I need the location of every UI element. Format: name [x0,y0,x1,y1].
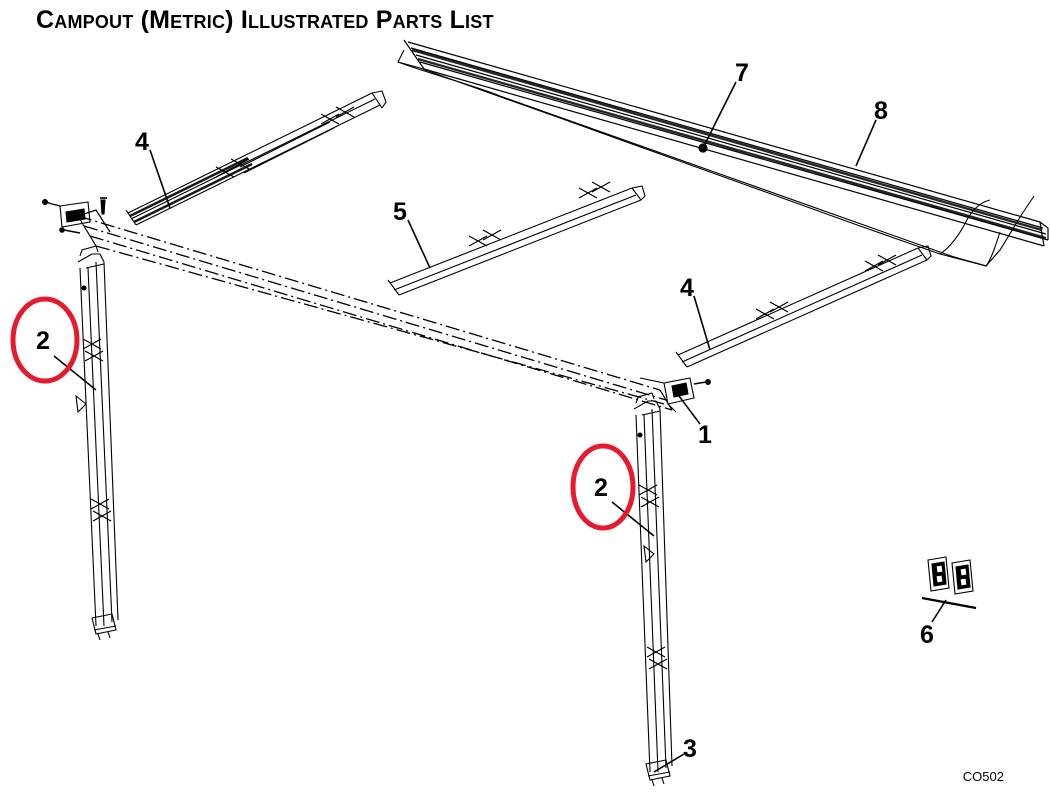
rail-phantom-end-caps [77,209,673,411]
callout-numbers: 1 2 2 3 4 4 5 6 7 8 [36,59,934,763]
roller-tube-shading [411,48,1047,240]
document-code: CO502 [962,769,1004,784]
center-support-arm [387,185,646,296]
callout-4-upper: 4 [135,128,149,156]
callout-3: 3 [683,735,697,763]
leader-line-5 [407,219,431,269]
leader-line-2-left [53,355,97,391]
callout-6: 6 [920,621,934,649]
leader-lines [53,81,947,773]
leader-line-1 [675,391,701,425]
highlight-ellipses [10,296,636,531]
rafter-arm-lower-breaks [755,254,897,320]
highlight-ellipse-left [10,296,80,384]
leader-line-2-right [611,501,655,537]
highlight-ellipse-right [570,443,636,531]
callout-4-lower: 4 [680,274,694,302]
rafter-arm-upper-shading [129,156,253,224]
leader-line-3 [653,753,685,773]
roller-tube-rail [403,39,1049,247]
rail-mount-bracket-left [42,197,107,234]
callout-1: 1 [698,421,712,449]
leader-line-6 [931,599,947,623]
leader-dot-7 [698,143,708,153]
support-leg-right [633,392,673,787]
page-title: Campout (Metric) Illustrated Parts List [36,6,494,34]
rafter-arm-upper [125,90,387,226]
leader-line-4-upper [149,149,171,209]
callout-2-right: 2 [594,474,608,502]
mounting-clips-pair [921,556,977,610]
rafter-arm-lower [675,245,932,368]
leader-line-4-lower [693,295,711,351]
mounting-bracket [639,377,711,413]
awning-fabric-canopy [397,49,1035,267]
rail-phantom-lines [77,215,673,411]
rafter-arm-upper-breaks [215,106,355,178]
callout-5: 5 [393,198,407,226]
support-leg-left [75,245,119,641]
callout-8: 8 [874,97,888,125]
leader-line-7 [703,81,737,147]
callout-7: 7 [735,59,749,87]
callout-2-left: 2 [36,327,50,355]
leader-line-8 [855,119,877,167]
